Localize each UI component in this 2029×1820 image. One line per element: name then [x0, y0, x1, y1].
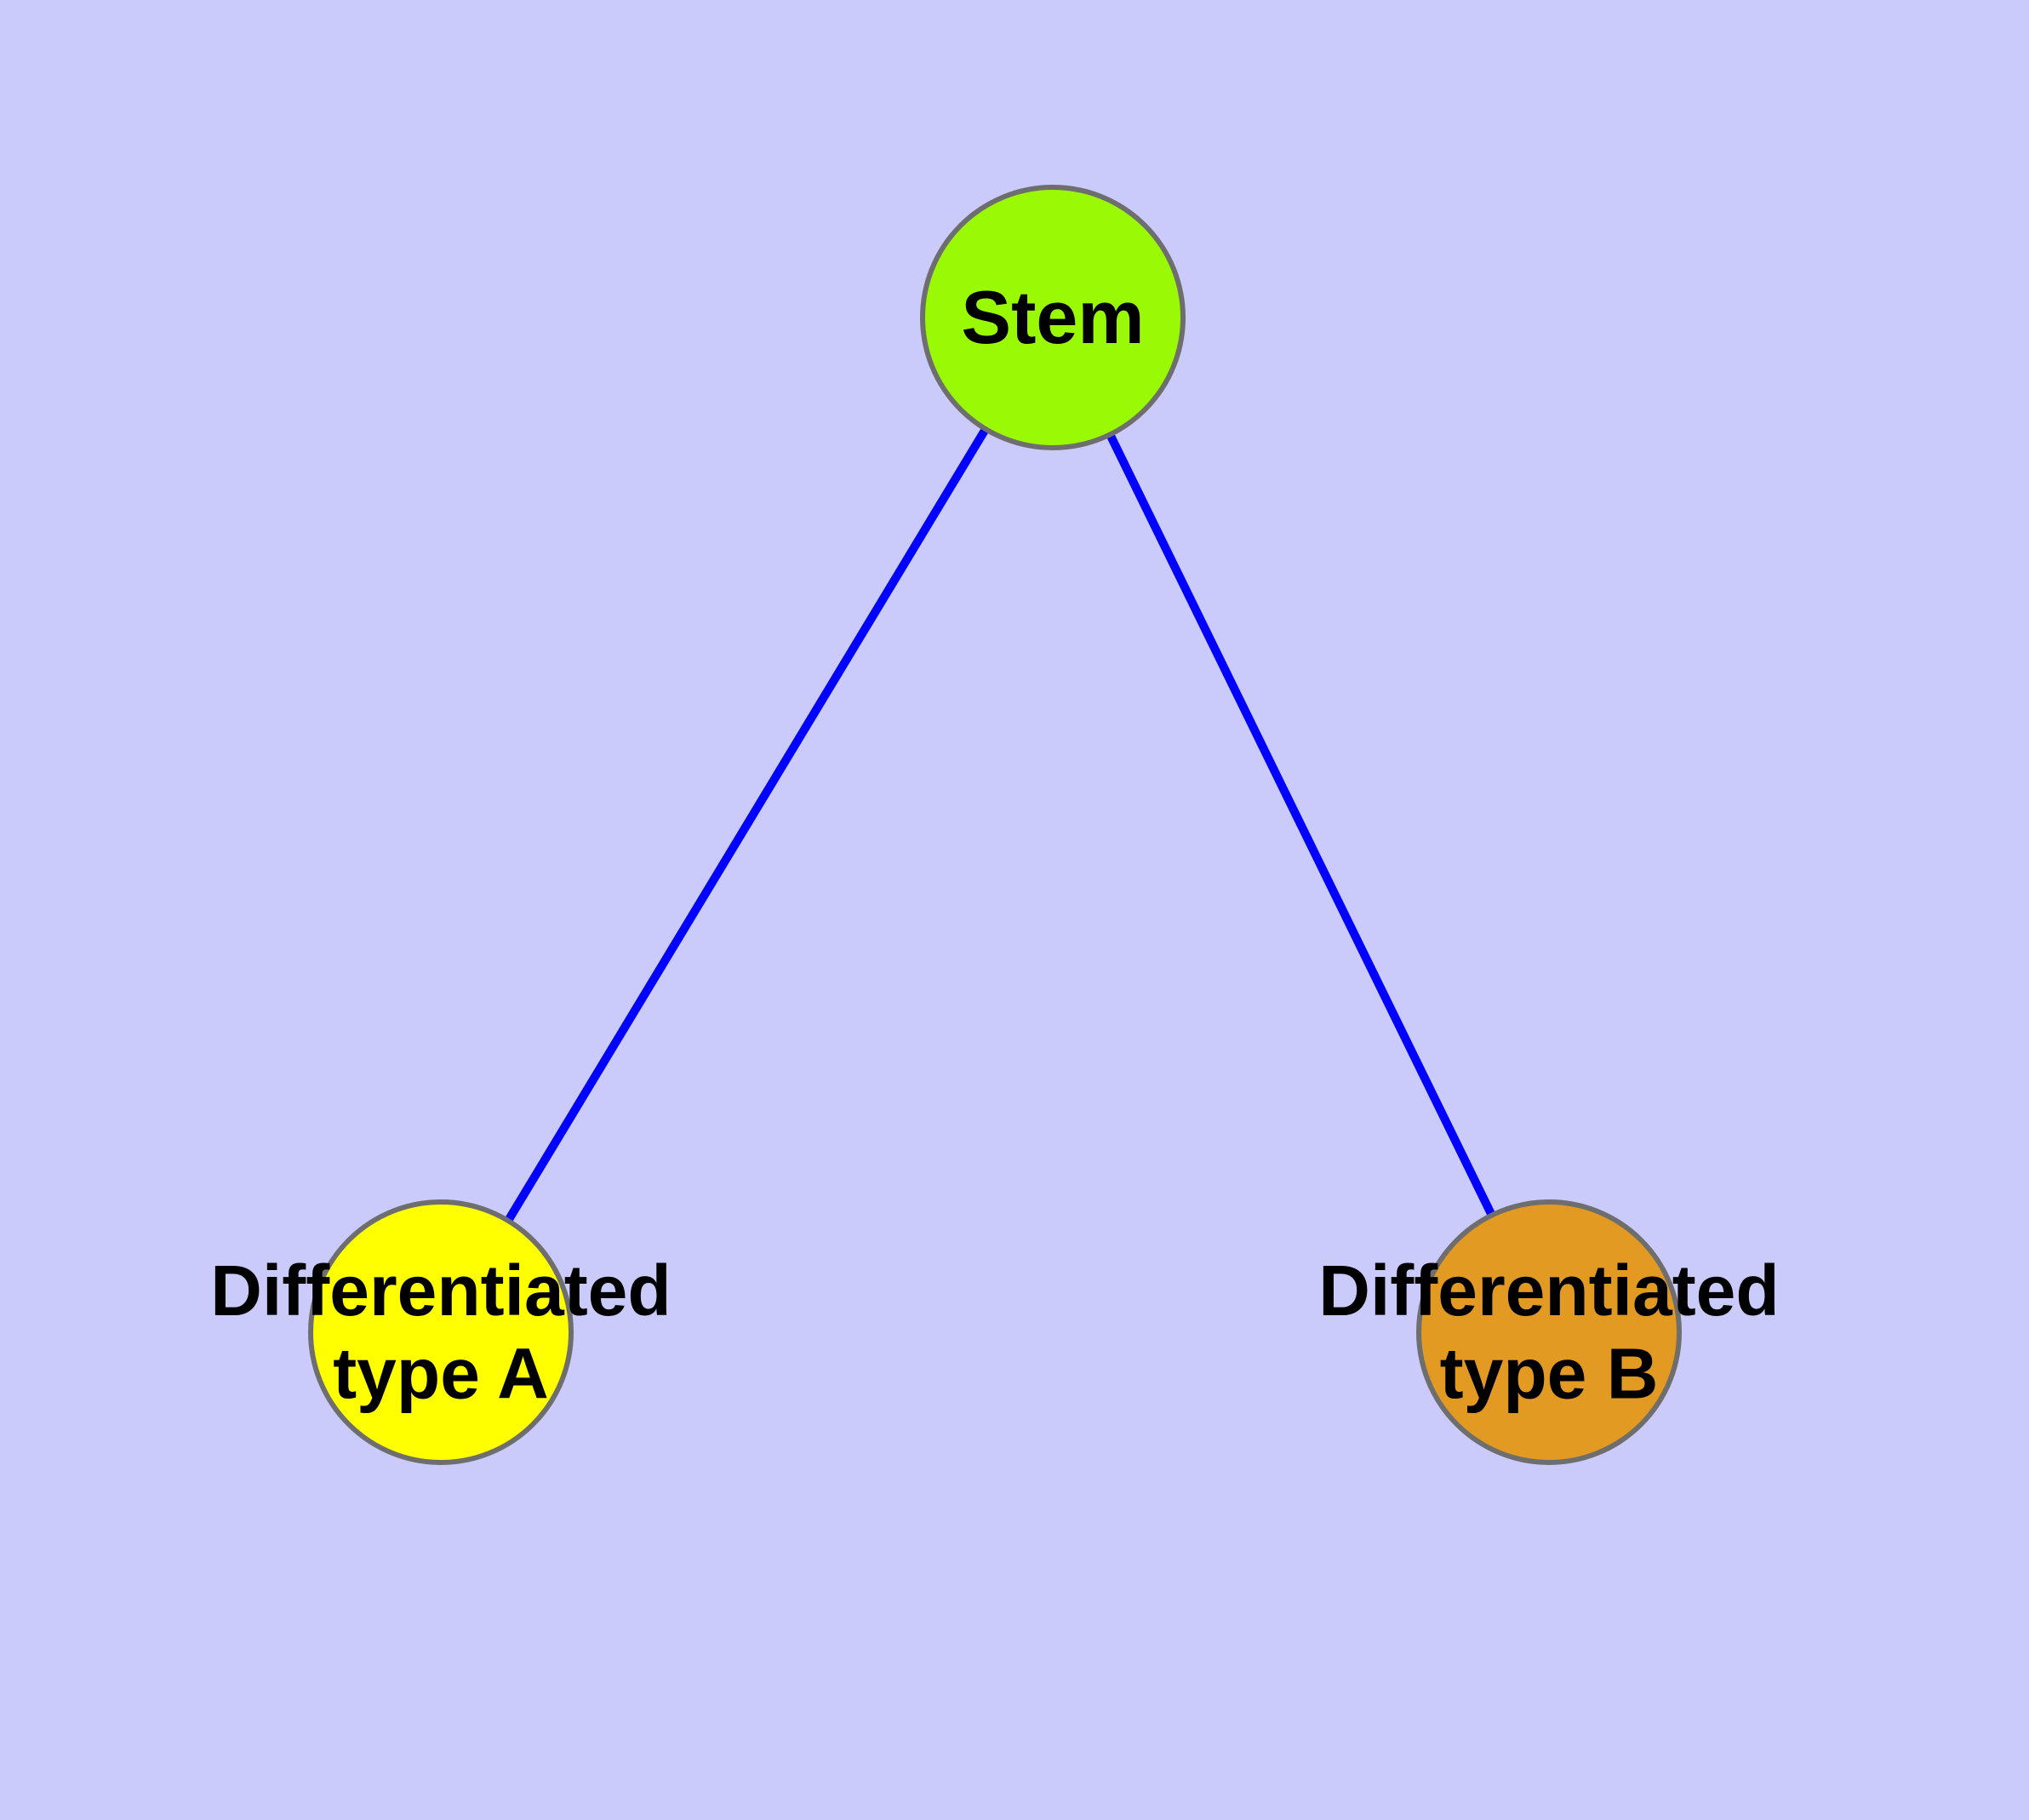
node-label-line: Stem — [961, 275, 1144, 359]
node-circle-layer — [308, 185, 1682, 1465]
node-stem-label: Stem — [961, 275, 1144, 359]
node-label-line: type A — [333, 1333, 549, 1413]
node-label-line: Differentiated — [1318, 1251, 1779, 1331]
node-differentiated-type-b-circle[interactable] — [1416, 1199, 1682, 1465]
edge-layer — [503, 425, 1497, 1225]
edge-stem-to-differentiated-type-b[interactable] — [1105, 431, 1497, 1219]
node-differentiated-type-a-circle[interactable] — [308, 1199, 574, 1465]
edge-stem-to-differentiated-type-a[interactable] — [503, 425, 991, 1225]
node-label-line: Differentiated — [210, 1251, 671, 1331]
node-label-line: type B — [1440, 1333, 1659, 1413]
node-stem-circle[interactable] — [920, 185, 1186, 450]
